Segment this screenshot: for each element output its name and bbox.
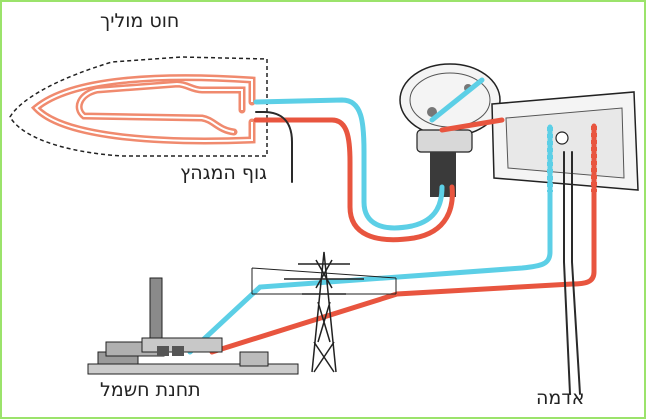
power-station-icon xyxy=(87,277,299,375)
live-wire xyxy=(209,117,597,355)
heating-wire-label: חוט מוליך xyxy=(100,10,180,32)
power-station-label: תחנת חשמל xyxy=(100,379,201,401)
ground-label: אדמה xyxy=(536,387,585,409)
overhead-lines xyxy=(251,267,397,295)
iron-body-label: גוף המגהץ xyxy=(180,162,268,184)
heating-element xyxy=(30,74,256,145)
neutral-wire xyxy=(187,77,553,355)
earth-wire xyxy=(255,111,581,395)
transmission-tower-icon xyxy=(284,251,364,373)
